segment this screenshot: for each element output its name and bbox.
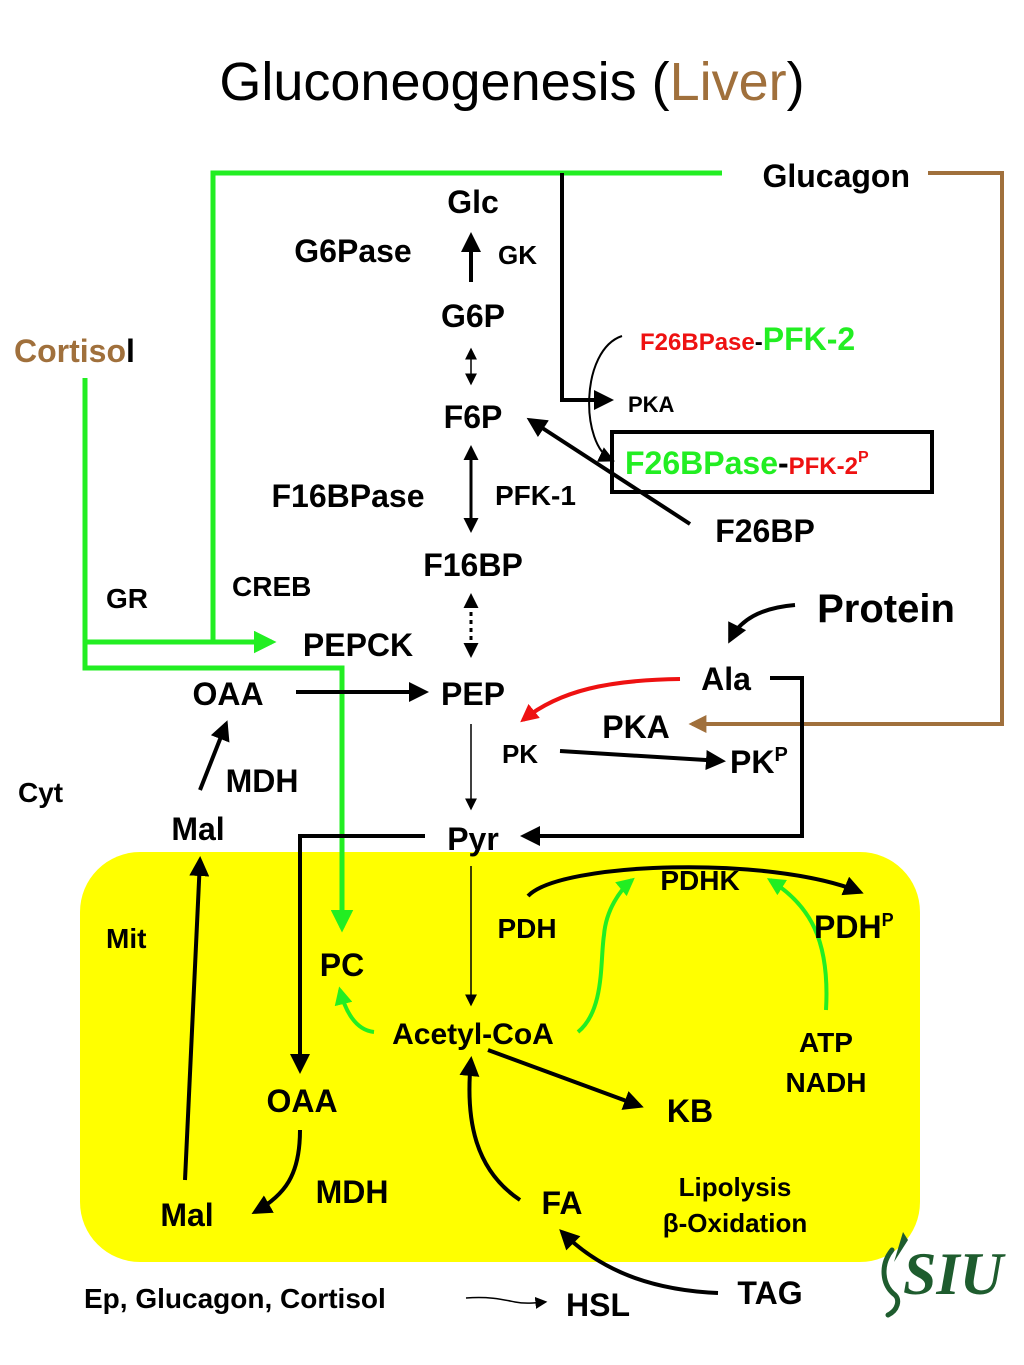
glucagon-pka-arrow xyxy=(560,173,614,410)
acetylcoa-pc-activation xyxy=(334,986,375,1034)
phosphorylation-curve xyxy=(588,335,623,462)
beta-oxidation-label: β-Oxidation xyxy=(663,1208,807,1238)
mal-transport-arrow xyxy=(183,856,210,1181)
pk-label: PK xyxy=(502,739,538,769)
f16bp-label: F16BP xyxy=(423,547,523,583)
pep-label: PEP xyxy=(441,676,505,712)
f6p-label: F6P xyxy=(444,399,503,435)
pk-phosphorylated-label: PKP xyxy=(730,744,788,780)
f26bpase-pfk2-label: F26BPase-PFK-2 xyxy=(640,321,855,357)
pyr-oaa-mito-arrow xyxy=(290,834,425,1074)
cytosol-label: Cyt xyxy=(18,777,63,808)
mdh-mito-label: MDH xyxy=(316,1174,389,1210)
siu-logo-icon: SIU xyxy=(881,1232,1006,1318)
atp-label: ATP xyxy=(799,1027,853,1058)
creb-label: CREB xyxy=(232,571,311,602)
tag-fa-arrow xyxy=(559,1229,719,1295)
oaa-cyt-label: OAA xyxy=(192,676,263,712)
ala-pyr-arrow xyxy=(520,676,804,846)
oaa-mito-label: OAA xyxy=(266,1083,337,1119)
acetylcoa-kb-arrow xyxy=(487,1048,644,1110)
mitochondrion-region xyxy=(80,852,920,1262)
pdh-pdhp-arrow xyxy=(526,865,864,898)
gr-label: GR xyxy=(106,583,148,614)
mal-mito-label: Mal xyxy=(160,1197,213,1233)
pfk1-label: PFK-1 xyxy=(495,480,576,511)
acetylcoa-label: Acetyl-CoA xyxy=(392,1018,554,1051)
siu-logo-text: SIU xyxy=(903,1241,1006,1307)
f26bpase-pfk2p-label: F26BPase-PFK-2P xyxy=(625,445,869,481)
g6p-label: G6P xyxy=(441,298,505,334)
protein-ala-arrow xyxy=(728,603,796,644)
oaa-mal-mito-arrow xyxy=(251,1129,302,1214)
atp-pdhk-activation xyxy=(766,878,829,1011)
cortisol-pc-arrow xyxy=(82,642,354,933)
cortisol-label: Cortisol xyxy=(14,333,135,369)
kb-label: KB xyxy=(667,1093,713,1129)
mitochondria-label: Mit xyxy=(106,923,146,954)
page-title: Gluconeogenesis (Liver) xyxy=(219,52,804,112)
lipolysis-hormones-label: Ep, Glucagon, Cortisol xyxy=(84,1283,386,1314)
f16bpase-label: F16BPase xyxy=(272,478,425,514)
f26bp-label: F26BP xyxy=(715,513,815,549)
pyr-label: Pyr xyxy=(447,821,499,857)
pka-label: PKA xyxy=(602,709,670,745)
pepck-label: PEPCK xyxy=(303,627,413,663)
gk-label: GK xyxy=(498,240,537,270)
pc-label: PC xyxy=(320,947,364,983)
phosphorylated-enzyme-box xyxy=(610,430,934,494)
ala-pk-inhibition-arrow xyxy=(520,677,681,723)
glc-label: Glc xyxy=(447,184,499,220)
tag-label: TAG xyxy=(737,1275,802,1311)
pdhk-label: PDHK xyxy=(660,865,739,896)
regulation-pka-label: PKA xyxy=(628,392,675,417)
lipolysis-label: Lipolysis xyxy=(679,1172,792,1202)
ala-label: Ala xyxy=(701,661,751,697)
hsl-label: HSL xyxy=(566,1287,630,1323)
fa-acetylcoa-arrow xyxy=(459,1056,522,1202)
pdh-label: PDH xyxy=(497,913,556,944)
protein-label: Protein xyxy=(817,587,955,631)
pdh-phosphorylated-label: PDHP xyxy=(814,909,894,945)
acetylcoa-pdhk-activation xyxy=(576,877,635,1034)
mdh-cyt-label: MDH xyxy=(226,763,299,799)
nadh-label: NADH xyxy=(786,1067,867,1098)
mal-oaa-cyt-arrow xyxy=(198,720,230,791)
cortisol-signal-line xyxy=(82,378,213,645)
glucagon-label: Glucagon xyxy=(762,158,910,194)
fa-label: FA xyxy=(542,1185,583,1221)
pk-pkp-arrow xyxy=(559,749,726,770)
glucagon-pka-brown-arrow xyxy=(688,171,1004,733)
mal-cyt-label: Mal xyxy=(171,811,224,847)
g6pase-label: G6Pase xyxy=(294,233,411,269)
hormones-hsl-arrow xyxy=(465,1296,548,1309)
glucagon-signal-line xyxy=(210,170,722,642)
